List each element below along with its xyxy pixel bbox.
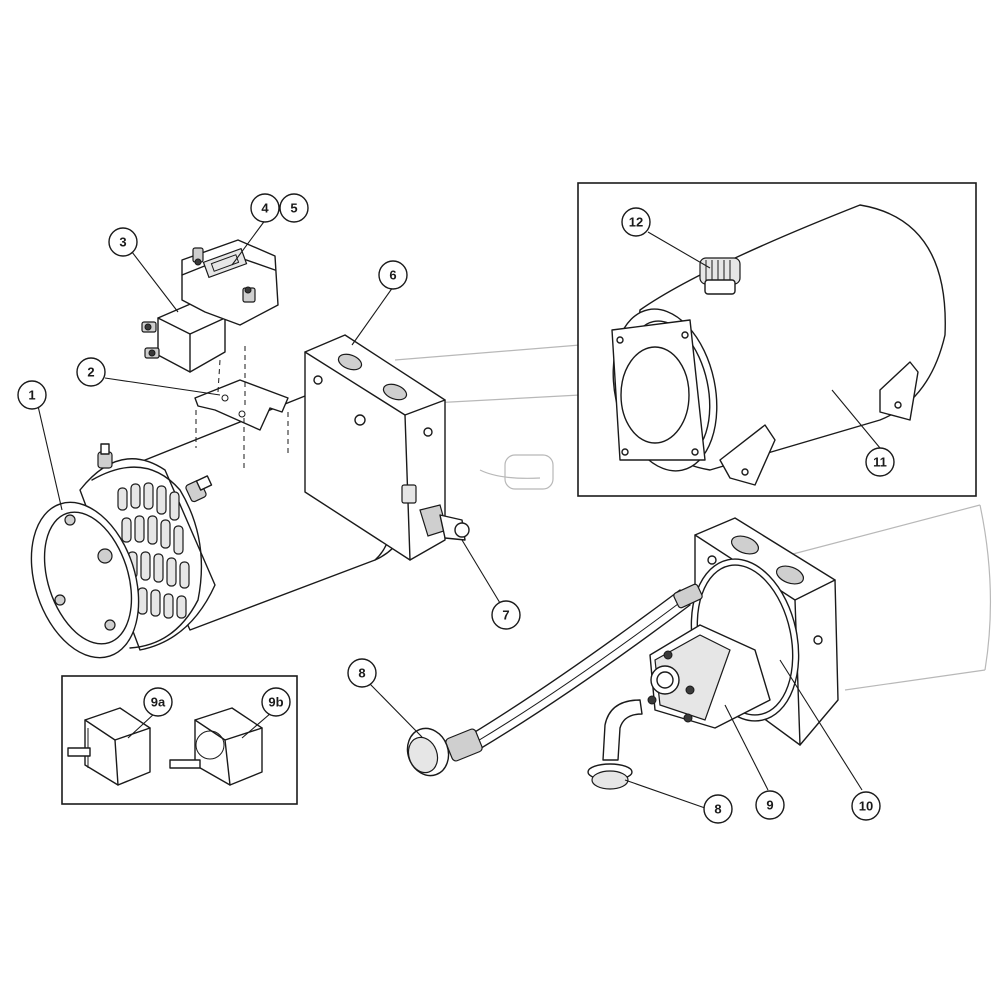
svg-text:9a: 9a [151, 695, 166, 710]
callout-3: 3 [108, 227, 138, 257]
leader-lines [37, 218, 881, 809]
callout-8-elbow: 8 [703, 794, 733, 824]
svg-text:2: 2 [87, 365, 94, 380]
mounting-bracket [194, 345, 289, 470]
callout-12: 12 [621, 207, 651, 237]
callout-4: 4 [250, 193, 280, 223]
svg-text:9: 9 [766, 798, 773, 813]
svg-text:10: 10 [859, 799, 873, 814]
callout-9: 9 [755, 790, 785, 820]
svg-text:7: 7 [502, 608, 509, 623]
callout-11: 11 [865, 447, 895, 477]
fitting-plug [419, 504, 470, 541]
svg-text:8: 8 [358, 666, 365, 681]
pump-variants-inset [61, 675, 298, 805]
solenoid [141, 301, 226, 373]
motor-cooling-fins [79, 458, 216, 651]
callout-10: 10 [851, 791, 881, 821]
suction-elbow [587, 699, 643, 790]
svg-text:12: 12 [629, 215, 643, 230]
manifold-block [304, 334, 446, 561]
gear-pump [647, 624, 771, 729]
hose-end-fitting [406, 727, 483, 777]
reservoir-filler-cap [699, 257, 741, 295]
callout-9b: 9b [261, 687, 291, 717]
pump-assembly [406, 517, 839, 790]
fuse-holder [181, 239, 279, 326]
svg-text:3: 3 [119, 235, 126, 250]
callout-1: 1 [17, 380, 47, 410]
callout-9a: 9a [143, 687, 173, 717]
electric-motor [30, 389, 413, 659]
pump-variant-9a [67, 707, 151, 786]
svg-text:8: 8 [714, 802, 721, 817]
callout-7: 7 [491, 600, 521, 630]
svg-text:4: 4 [261, 201, 269, 216]
callout-5: 5 [279, 193, 309, 223]
callout-8-hose-end: 8 [347, 658, 377, 688]
motor-terminal-studs [97, 443, 213, 503]
svg-text:6: 6 [389, 268, 396, 283]
svg-text:1: 1 [28, 388, 35, 403]
svg-text:11: 11 [873, 455, 887, 470]
svg-text:9b: 9b [268, 695, 283, 710]
reservoir-inset [577, 182, 977, 497]
callout-6: 6 [378, 260, 408, 290]
callout-2: 2 [76, 357, 106, 387]
return-hose [469, 583, 703, 751]
svg-text:5: 5 [290, 201, 297, 216]
